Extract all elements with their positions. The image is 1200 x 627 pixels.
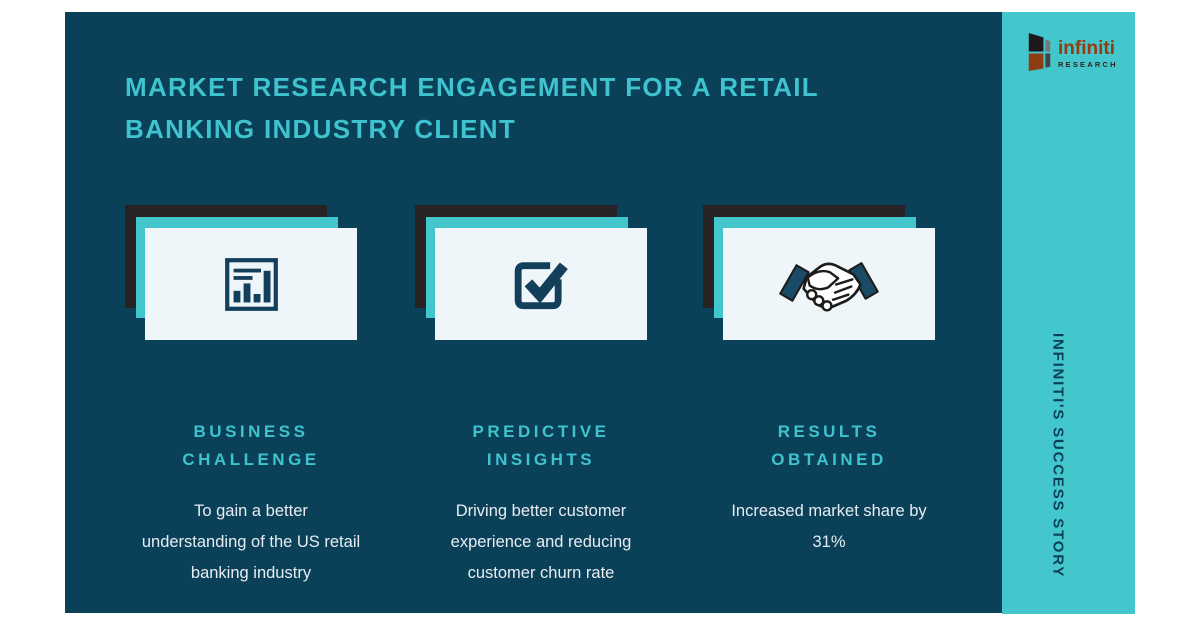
icon-card (145, 228, 357, 340)
column-heading: BUSINESS CHALLENGE (182, 422, 320, 470)
column-business-challenge: BUSINESS CHALLENGE To gain a better unde… (101, 205, 401, 589)
column-results-obtained: RESULTS OBTAINED Increased market share … (679, 205, 979, 558)
sidebar-vertical-label: INFINITI'S SUCCESS STORY (1049, 332, 1067, 579)
column-heading: PREDICTIVE INSIGHTS (472, 422, 610, 470)
card-stack (415, 205, 647, 340)
checkbox-checked-icon (514, 262, 568, 310)
bar-chart-icon (224, 257, 278, 311)
icon-card (435, 228, 647, 340)
column-body: To gain a better understanding of the US… (141, 502, 361, 583)
card-stack (125, 205, 357, 340)
logo-subtitle: RESEARCH (1058, 60, 1118, 69)
column-heading: RESULTS OBTAINED (771, 422, 887, 470)
column-body: Increased market share by 31% (731, 502, 927, 552)
column-predictive-insights: PREDICTIVE INSIGHTS Driving better custo… (391, 205, 691, 589)
window-logo-icon (1028, 32, 1051, 71)
page-title: MARKET RESEARCH ENGAGEMENT FOR A RETAIL … (125, 72, 819, 145)
column-body: Driving better customer experience and r… (450, 502, 632, 583)
logo-brand-name: infiniti (1058, 38, 1115, 59)
sidebar-panel (1002, 12, 1135, 614)
handshake-icon (779, 261, 879, 312)
card-stack (703, 205, 935, 340)
logo-text: infiniti RESEARCH (1058, 39, 1118, 69)
icon-card (723, 228, 935, 340)
infiniti-research-logo: infiniti RESEARCH (1027, 31, 1118, 71)
